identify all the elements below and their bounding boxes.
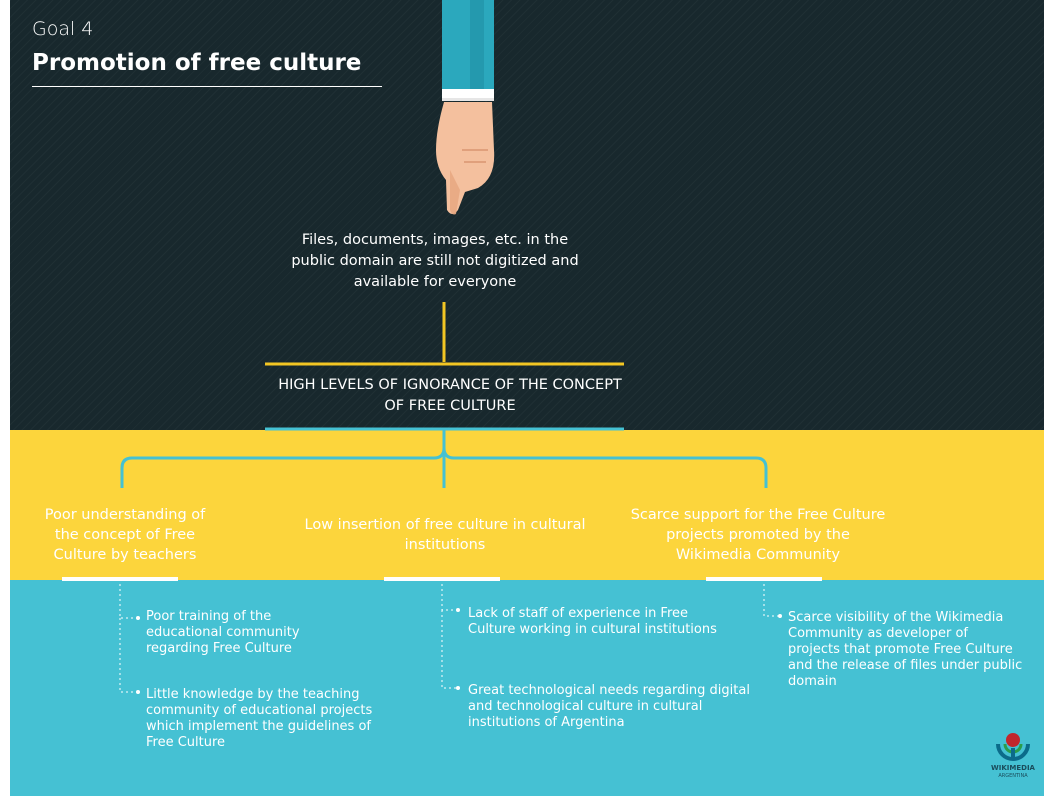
tree-connectors — [62, 302, 822, 693]
goal-label: Goal 4 — [32, 18, 94, 40]
cause-1: Poor understanding of the concept of Fre… — [44, 507, 206, 563]
cause-3: Scarce support for the Free Culture proj… — [630, 507, 886, 563]
goal-title: Promotion of free culture — [32, 50, 362, 76]
effect-1-1: Poor training of the educational communi… — [146, 609, 300, 656]
effect-2-2: Great technological needs regarding digi… — [468, 683, 750, 730]
blue-effects-band — [10, 580, 1044, 796]
problem-statement: Files, documents, images, etc. in the pu… — [291, 232, 579, 290]
logo-text: WIKIMEDIA — [991, 764, 1035, 772]
pointing-hand-icon — [436, 0, 495, 215]
effect-bullet — [778, 614, 782, 618]
effect-bullet — [456, 608, 460, 612]
effect-1-2: Little knowledge by the teaching communi… — [146, 687, 373, 750]
core-problem: HIGH LEVELS OF IGNORANCE OF THE CONCEPT … — [278, 377, 622, 414]
effect-2-1: Lack of staff of experience in Free Cult… — [468, 606, 717, 637]
effect-bullet — [136, 690, 140, 694]
effect-bullet — [456, 686, 460, 690]
wikimedia-logo-icon — [996, 733, 1030, 761]
dark-section — [10, 0, 1044, 430]
cause-2: Low insertion of free culture in cultura… — [304, 517, 586, 553]
yellow-causes-band — [10, 430, 1044, 580]
goal-title-underline — [32, 86, 382, 87]
effect-bullet — [136, 616, 140, 620]
logo-subtext: ARGENTINA — [998, 773, 1028, 779]
infographic: Goal 4 Promotion of free culture Files, … — [10, 0, 1044, 796]
effect-3-1: Scarce visibility of the Wikimedia Commu… — [788, 610, 1023, 689]
